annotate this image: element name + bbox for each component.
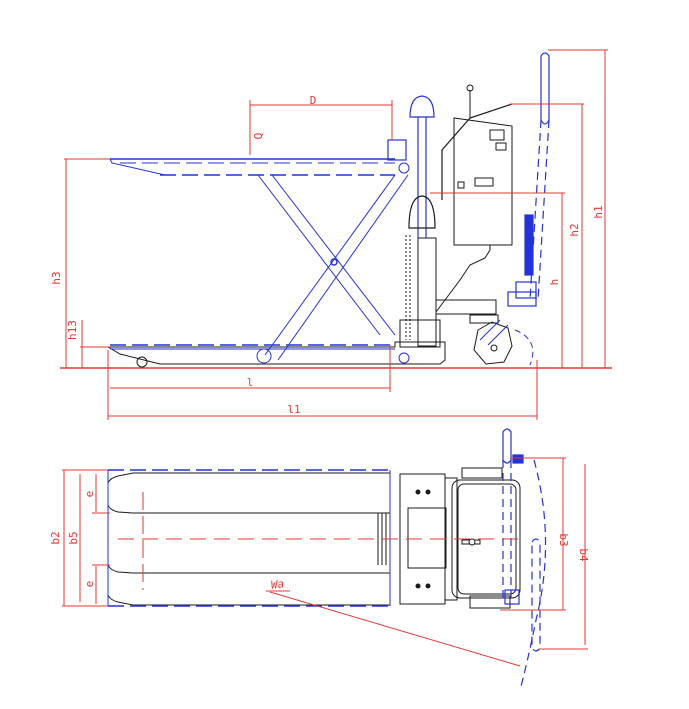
side-view: D Q h3 h13 h h2 h1 l l1 [50, 49, 612, 420]
label-e-bottom: e [83, 581, 96, 588]
top-view: b2 b5 e e b3 b4 Wa [49, 428, 590, 691]
label-h13: h13 [66, 320, 79, 340]
mast [405, 235, 497, 347]
control-box [441, 84, 513, 246]
label-b5: b5 [67, 531, 80, 544]
chassis-top [399, 467, 521, 609]
label-h: h [548, 279, 561, 286]
label-l: l [247, 376, 254, 389]
dimension-lines [64, 49, 608, 420]
label-l1: l1 [287, 403, 300, 416]
label-b2: b2 [49, 531, 62, 544]
label-h1: h1 [592, 205, 605, 218]
label-b4: b4 [577, 548, 590, 562]
label-D: D [310, 94, 317, 107]
label-b3: b3 [557, 533, 570, 546]
label-Q: Q [252, 133, 265, 140]
drive-wheel [469, 314, 513, 365]
tiller-top [502, 428, 547, 691]
label-Wa: Wa [270, 577, 285, 592]
lower-fork [106, 319, 446, 368]
label-h3: h3 [50, 271, 63, 284]
dimension-lines-top [62, 457, 588, 667]
label-h2: h2 [568, 223, 581, 236]
cylinder-cap [409, 95, 435, 238]
raised-fork [109, 139, 407, 176]
tiller-handle [507, 52, 550, 307]
scissor-mechanism [256, 162, 410, 364]
label-e-top: e [83, 491, 96, 498]
